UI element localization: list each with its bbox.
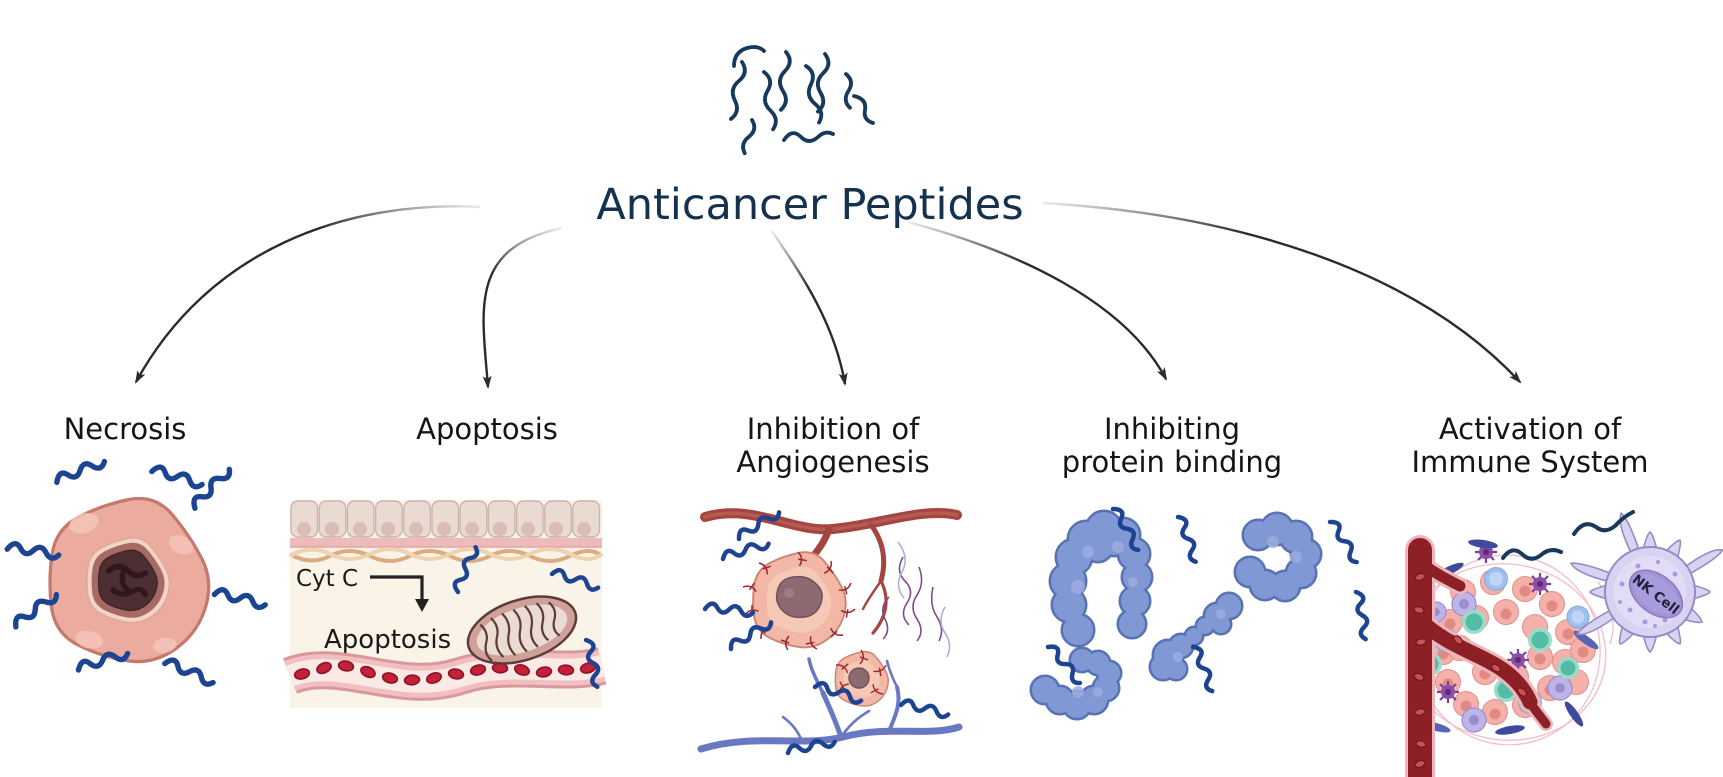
illustration-apoptosis: Cyt C Apoptosis xyxy=(282,500,607,708)
spindle-cells xyxy=(1421,539,1599,735)
label-activation-immune-system: Activation of Immune System xyxy=(1411,413,1648,479)
label-immune-line1: Activation of xyxy=(1438,412,1622,446)
red-blood-cells xyxy=(293,660,597,686)
tumor-small xyxy=(832,649,891,707)
protein-blobs xyxy=(1032,512,1320,718)
label-necrosis-line1: Necrosis xyxy=(63,412,187,446)
illustration-angiogenesis xyxy=(697,497,963,775)
arrow-to-necrosis xyxy=(134,205,481,384)
arrow-to-apoptosis xyxy=(482,226,563,389)
illustration-protein-binding xyxy=(1018,497,1393,729)
arrow-to-immune-system xyxy=(1041,201,1522,384)
tumor-nucleus xyxy=(848,667,870,689)
label-apoptosis-line1: Apoptosis xyxy=(416,412,558,446)
tumor-large xyxy=(741,550,857,654)
label-inhibiting-protein-binding: Inhibiting protein binding xyxy=(1062,413,1282,479)
label-protein-line1: Inhibiting xyxy=(1103,412,1241,446)
sprouting-vessels xyxy=(881,556,943,642)
label-angiogenesis-line2: Angiogenesis xyxy=(736,445,930,479)
label-apoptosis: Apoptosis xyxy=(416,413,558,446)
label-protein-line2: protein binding xyxy=(1061,445,1283,479)
label-necrosis: Necrosis xyxy=(64,413,187,446)
dendritic-cells-purple xyxy=(1437,541,1551,703)
cyt-c-arrow xyxy=(370,575,429,612)
epithelial-layer xyxy=(290,500,602,548)
necrotic-debris xyxy=(105,563,149,598)
mitochondrion-icon xyxy=(466,595,578,665)
nk-cell: NK Cell xyxy=(1568,510,1723,653)
tumor-blood-vessel xyxy=(1405,535,1553,777)
protein-highlights xyxy=(1071,536,1302,698)
page-title: Anticancer Peptides xyxy=(596,180,1024,230)
arrow-to-angiogenesis xyxy=(771,230,848,386)
necrotic-cell xyxy=(48,496,211,664)
peptide-squiggles xyxy=(1501,510,1635,561)
label-immune-line2: Immune System xyxy=(1411,445,1649,479)
regressing-vessels xyxy=(897,541,951,658)
illustration-necrosis xyxy=(12,478,242,683)
tumor-nucleus xyxy=(775,575,823,619)
collagen-braid xyxy=(288,547,604,563)
illustration-immune-system: NK Cell xyxy=(1405,510,1723,777)
peptide-squiggles-icon xyxy=(725,45,875,156)
red-blood-cells xyxy=(1413,572,1527,769)
apoptosis-result-label: Apoptosis xyxy=(324,625,451,655)
cyt-c-label: Cyt C xyxy=(296,566,358,592)
nk-cell-granules xyxy=(1618,560,1682,628)
label-angiogenesis-line1: Inhibition of xyxy=(746,412,920,446)
label-inhibition-angiogenesis: Inhibition of Angiogenesis xyxy=(736,413,929,479)
veins xyxy=(697,657,963,753)
arrow-to-protein-binding xyxy=(907,220,1168,381)
blood-vessel xyxy=(282,647,607,701)
